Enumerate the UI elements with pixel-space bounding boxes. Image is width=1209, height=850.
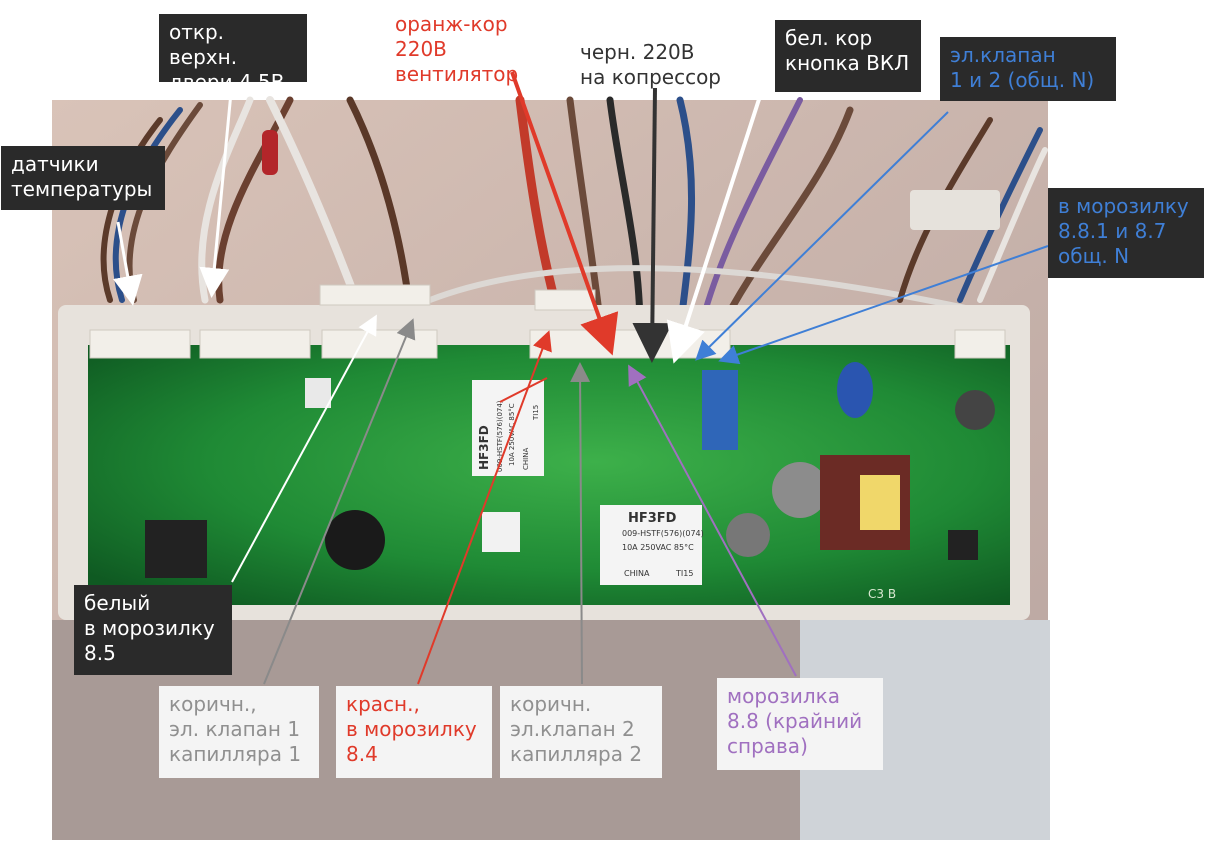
electrolytic-3 — [955, 390, 995, 430]
label-freezer-right: морозилка 8.8 (крайний справа) — [717, 678, 883, 770]
capacitor-x — [702, 370, 738, 450]
varistor — [837, 362, 873, 418]
label-compressor: черн. 220В на копрессор — [580, 40, 722, 89]
label-white-freezer: белый в морозилку 8.5 — [74, 585, 232, 675]
relay2-rating: 10A 250VAC 85°C — [622, 543, 694, 552]
relay1-brand: HF3FD — [477, 425, 491, 470]
relay1-model: 009-HSTF(576)(074) — [496, 400, 504, 472]
buzzer — [325, 510, 385, 570]
relay2-model: 009-HSTF(576)(074) — [622, 529, 704, 538]
electrolytic-1 — [772, 462, 828, 518]
label-valve-common: эл.клапан 1 и 2 (общ. N) — [940, 37, 1116, 101]
relay2-code: TI15 — [675, 569, 693, 578]
electrolytic-2 — [726, 513, 770, 557]
label-temp-sensors: датчики температуры — [1, 146, 165, 210]
relay1-code: TI15 — [532, 405, 540, 421]
relay2-brand: HF3FD — [628, 511, 677, 526]
label-freezer-common: в морозилку 8.8.1 и 8.7 общ. N — [1048, 188, 1204, 278]
relay2-origin: CHINA — [624, 569, 650, 578]
label-brown-valve1: коричн., эл. клапан 1 капилляра 1 — [159, 686, 319, 778]
label-upper-door: откр. верхн. двери 4.5В — [159, 14, 307, 94]
board-mark: C3 B — [868, 587, 896, 601]
microcontroller — [145, 520, 207, 578]
label-power-button: бел. кор кнопка ВКЛ — [775, 20, 921, 92]
relay1-rating: 10A 250VAC 85°C — [508, 403, 516, 466]
label-brown-valve2: коричн. эл.клапан 2 капилляра 2 — [500, 686, 662, 778]
relay1-origin: CHINA — [522, 448, 530, 470]
label-red-freezer: красн., в морозилку 8.4 — [336, 686, 492, 778]
label-fan: оранж-кор 220В вентилятор — [395, 12, 519, 86]
